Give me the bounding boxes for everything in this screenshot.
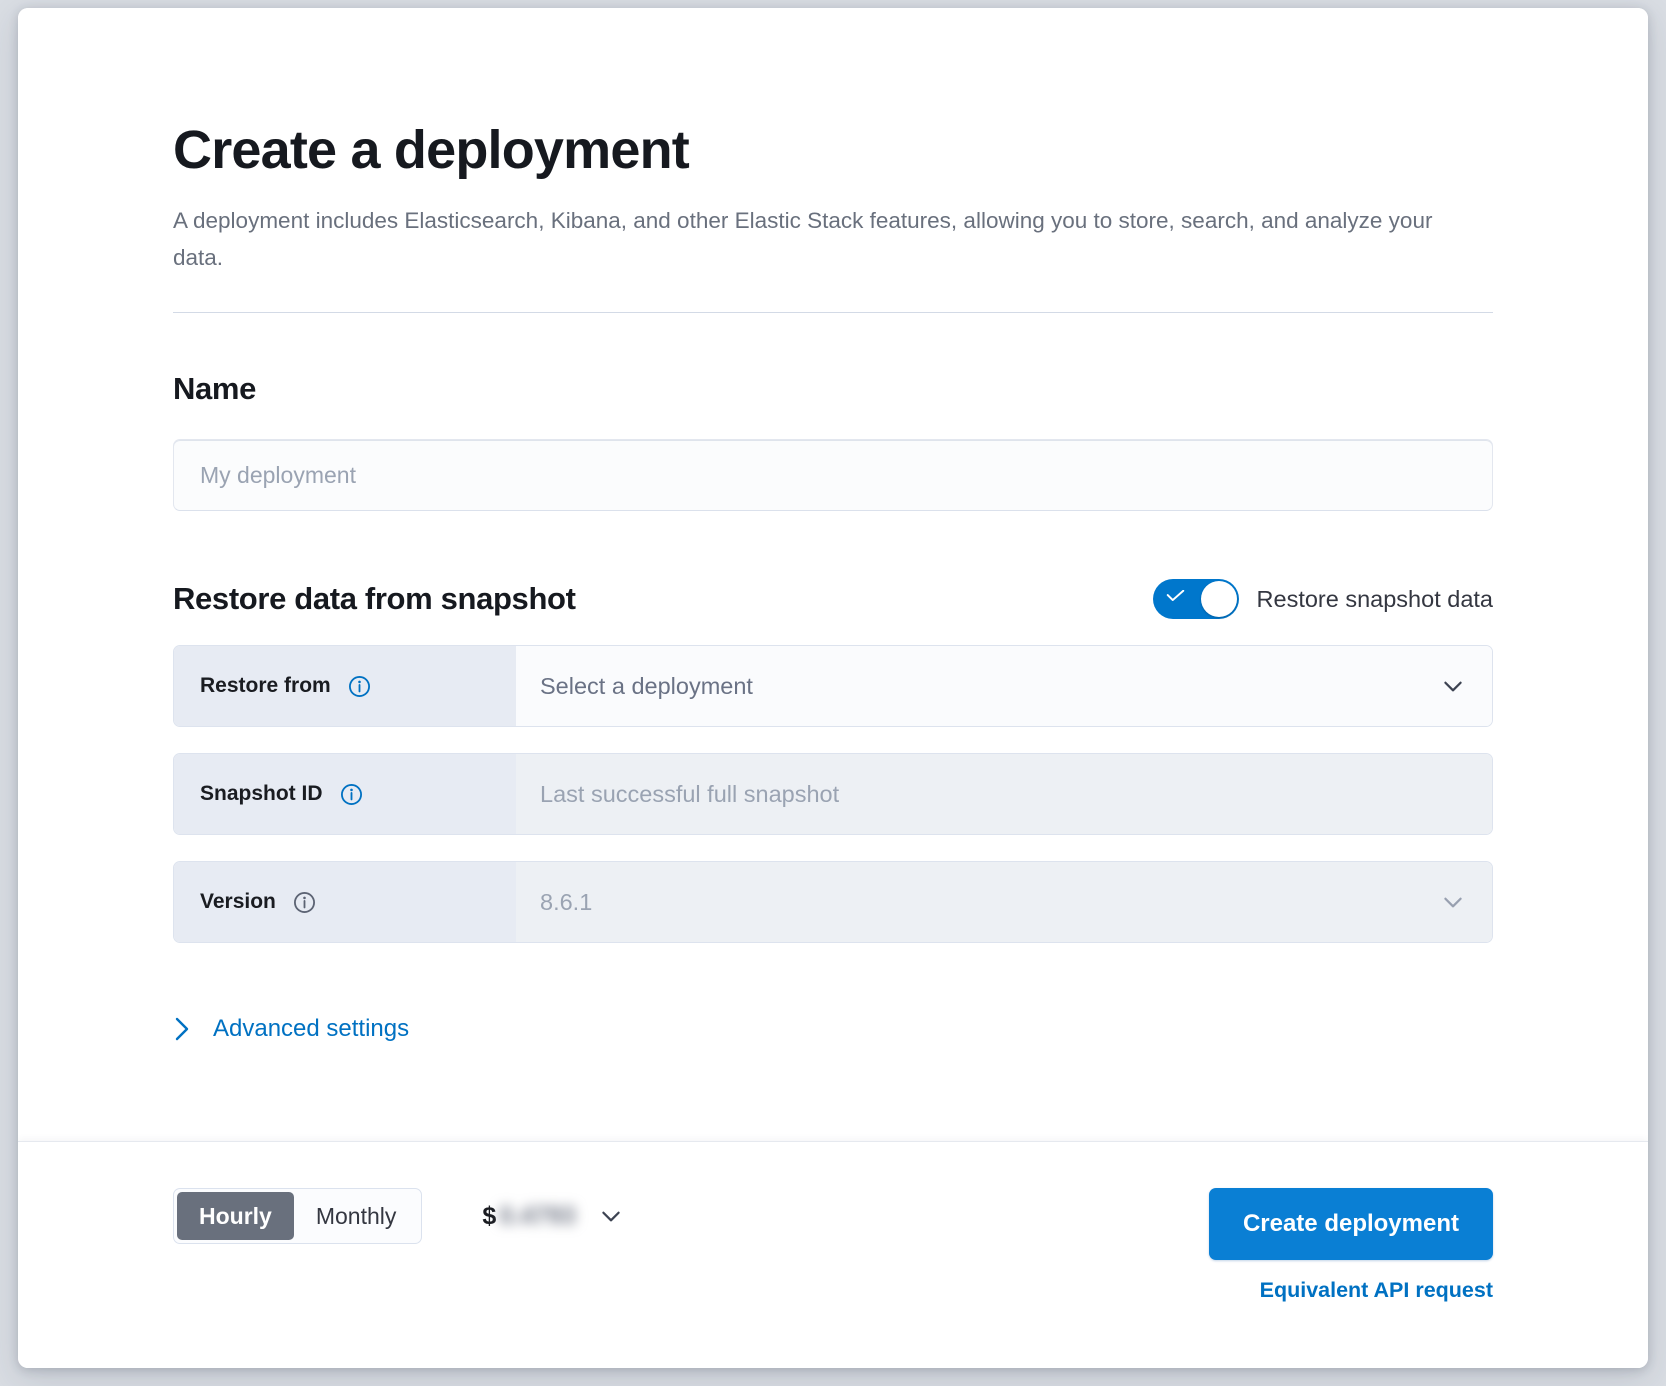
toggle-knob (1200, 581, 1237, 618)
restore-from-select[interactable]: Select a deployment (516, 646, 1492, 727)
header-divider (173, 312, 1493, 314)
version-select[interactable]: 8.6.1 (516, 862, 1492, 943)
create-deployment-button[interactable]: Create deployment (1208, 1188, 1493, 1260)
billing-period-toggle-group: Hourly Monthly (173, 1188, 423, 1244)
chevron-down-icon[interactable] (598, 1203, 624, 1229)
restore-heading: Restore data from snapshot (173, 581, 576, 617)
version-value: 8.6.1 (540, 888, 593, 915)
create-deployment-window: Create a deployment A deployment include… (18, 8, 1648, 1368)
version-row: Version 8.6.1 (173, 861, 1493, 944)
restore-snapshot-toggle[interactable] (1152, 579, 1239, 620)
version-label-prepend: Version (174, 862, 516, 943)
restore-from-row: Restore from Select a deployment (173, 645, 1493, 728)
price-display[interactable]: $0.4793 (482, 1202, 623, 1231)
name-heading: Name (173, 371, 257, 407)
chevron-right-icon (175, 1018, 189, 1041)
advanced-settings-label: Advanced settings (213, 1015, 410, 1043)
restore-from-label: Restore from (200, 674, 331, 698)
restore-snapshot-toggle-group: Restore snapshot data (1152, 579, 1493, 620)
restore-from-label-prepend: Restore from (174, 646, 516, 727)
billing-period-monthly[interactable]: Monthly (294, 1192, 419, 1240)
price-amount: 0.4793 (499, 1201, 576, 1230)
price-value: $0.4793 (482, 1202, 575, 1231)
footer-right-group: Create deployment Equivalent API request (1208, 1188, 1493, 1303)
form-scroll-region: Create a deployment A deployment include… (18, 8, 1648, 1141)
chevron-down-icon (1444, 682, 1462, 692)
check-icon (1166, 590, 1184, 602)
price-currency-symbol: $ (482, 1201, 497, 1230)
chevron-down-icon (1444, 898, 1462, 908)
snapshot-id-row: Snapshot ID Last successful full snapsho… (173, 753, 1493, 836)
footer-left-group: Hourly Monthly $0.4793 (173, 1188, 624, 1244)
equivalent-api-request-link[interactable]: Equivalent API request (1259, 1278, 1493, 1302)
billing-period-hourly[interactable]: Hourly (177, 1192, 294, 1240)
footer-bar: Hourly Monthly $0.4793 Create deployment (18, 1141, 1648, 1368)
version-label: Version (200, 890, 276, 914)
advanced-settings-toggle[interactable]: Advanced settings (173, 1015, 409, 1043)
page-subtitle: A deployment includes Elasticsearch, Kib… (173, 208, 1433, 271)
deployment-name-input[interactable] (173, 439, 1493, 512)
snapshot-id-label-prepend: Snapshot ID (174, 754, 516, 835)
page-title: Create a deployment (173, 120, 690, 180)
info-icon[interactable] (340, 783, 363, 806)
restore-section-header: Restore data from snapshot Restore snaps… (173, 579, 1493, 620)
info-icon[interactable] (293, 891, 316, 914)
restore-snapshot-toggle-label: Restore snapshot data (1256, 585, 1493, 612)
name-section: Name (173, 371, 1493, 512)
snapshot-id-input[interactable]: Last successful full snapshot (516, 754, 1492, 835)
restore-from-value: Select a deployment (540, 672, 753, 699)
snapshot-id-label: Snapshot ID (200, 782, 323, 806)
info-icon[interactable] (348, 675, 371, 698)
snapshot-id-value: Last successful full snapshot (540, 780, 840, 807)
